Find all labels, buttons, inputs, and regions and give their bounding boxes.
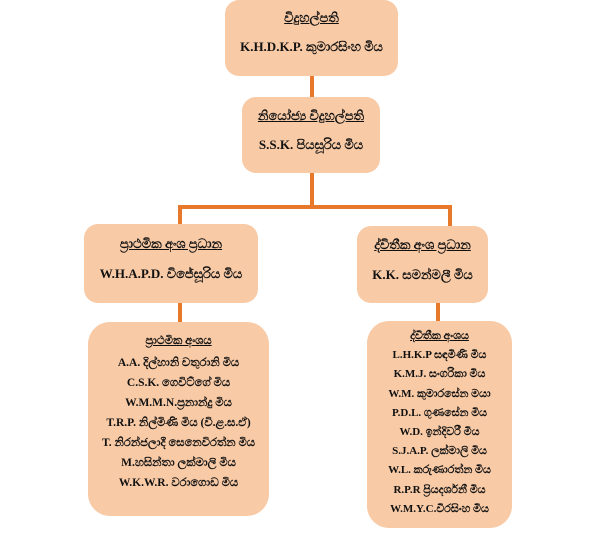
- list-item: R.P.R ප්‍රියදර්ශනී මිය: [393, 483, 486, 496]
- primary-section-title: ප්‍රාථමික අංශය: [145, 335, 212, 347]
- list-item: T.R.P. නිල්මිණි මිය (වි.ළ.ස.ඒ): [106, 417, 251, 429]
- connector-director-deputy: [310, 76, 314, 98]
- list-item: L.H.K.P සඳමිණි මිය: [392, 349, 487, 362]
- principal-title: විදුහල්පති: [284, 10, 339, 25]
- list-item: C.S.K. ගෙවිට්ගේ මිය: [126, 377, 231, 389]
- list-item: W.M. කුමාරසේන මයා: [388, 387, 491, 400]
- primary-head-name: W.H.A.P.D. විජේසූරිය මිය: [99, 266, 243, 281]
- connector-to-secondary-head: [448, 205, 452, 227]
- principal-name: K.H.D.K.P. කුමාරසිංහ මිය: [240, 39, 383, 54]
- list-item: M.හසින්තා ලක්මාලි මිය: [121, 457, 236, 469]
- connector-primary-section: [178, 300, 182, 324]
- connector-to-primary-head: [178, 205, 182, 225]
- connector-horizontal: [178, 205, 452, 209]
- principal-box: විදුහල්පති K.H.D.K.P. කුමාරසිංහ මිය: [225, 0, 398, 76]
- list-item: W.K.W.R. වරාගොඩ මිය: [118, 477, 239, 489]
- list-item: K.M.J. සංගරිකා මිය: [393, 368, 486, 381]
- primary-head-box: ප්‍රාථමික අංශ ප්‍රධාන W.H.A.P.D. විජේසූර…: [84, 224, 258, 303]
- primary-section-box: ප්‍රාථමික අංශය A.A. දිල්හානි චතුරානි මිය…: [88, 322, 269, 516]
- list-item: W.M.M.N.ප්‍රනාන්දු මිය: [125, 397, 232, 409]
- secondary-head-name: K.K. සමන්මලී මිය: [372, 267, 473, 282]
- list-item: W.L. කරුණාරත්න මිය: [388, 464, 491, 477]
- secondary-head-title: ද්විතීක අංශ ප්‍රධාන: [374, 237, 471, 252]
- deputy-principal-title: නියෝජ්‍ය විදුහල්පති: [257, 108, 365, 123]
- list-item: W.M.Y.C.වීරසිංහ මිය: [390, 502, 489, 515]
- deputy-principal-name: S.S.K. පියසූරිය මිය: [258, 137, 364, 152]
- list-item: S.J.A.P. ලක්මාලි මිය: [392, 445, 487, 458]
- connector-deputy-trunk: [310, 173, 314, 207]
- secondary-section-title: ද්විතීක අංශය: [410, 330, 469, 342]
- list-item: W.D. ඉන්දිවරී මිය: [399, 426, 480, 439]
- secondary-section-box: ද්විතීක අංශය L.H.K.P සඳමිණි මිය K.M.J. ස…: [367, 321, 512, 528]
- connector-secondary-section: [436, 300, 440, 324]
- list-item: P.D.L. ගුණසේන මිය: [391, 406, 488, 419]
- primary-head-title: ප්‍රාථමික අංශ ප්‍රධාන: [119, 236, 223, 251]
- list-item: A.A. දිල්හානි චතුරානි මිය: [117, 357, 240, 369]
- list-item: T. නිරන්ජලාදී සෙනෙවිරත්න මිය: [101, 437, 256, 449]
- secondary-head-box: ද්විතීක අංශ ප්‍රධාන K.K. සමන්මලී මිය: [357, 226, 488, 303]
- deputy-principal-box: නියෝජ්‍ය විදුහල්පති S.S.K. පියසූරිය මිය: [242, 97, 380, 173]
